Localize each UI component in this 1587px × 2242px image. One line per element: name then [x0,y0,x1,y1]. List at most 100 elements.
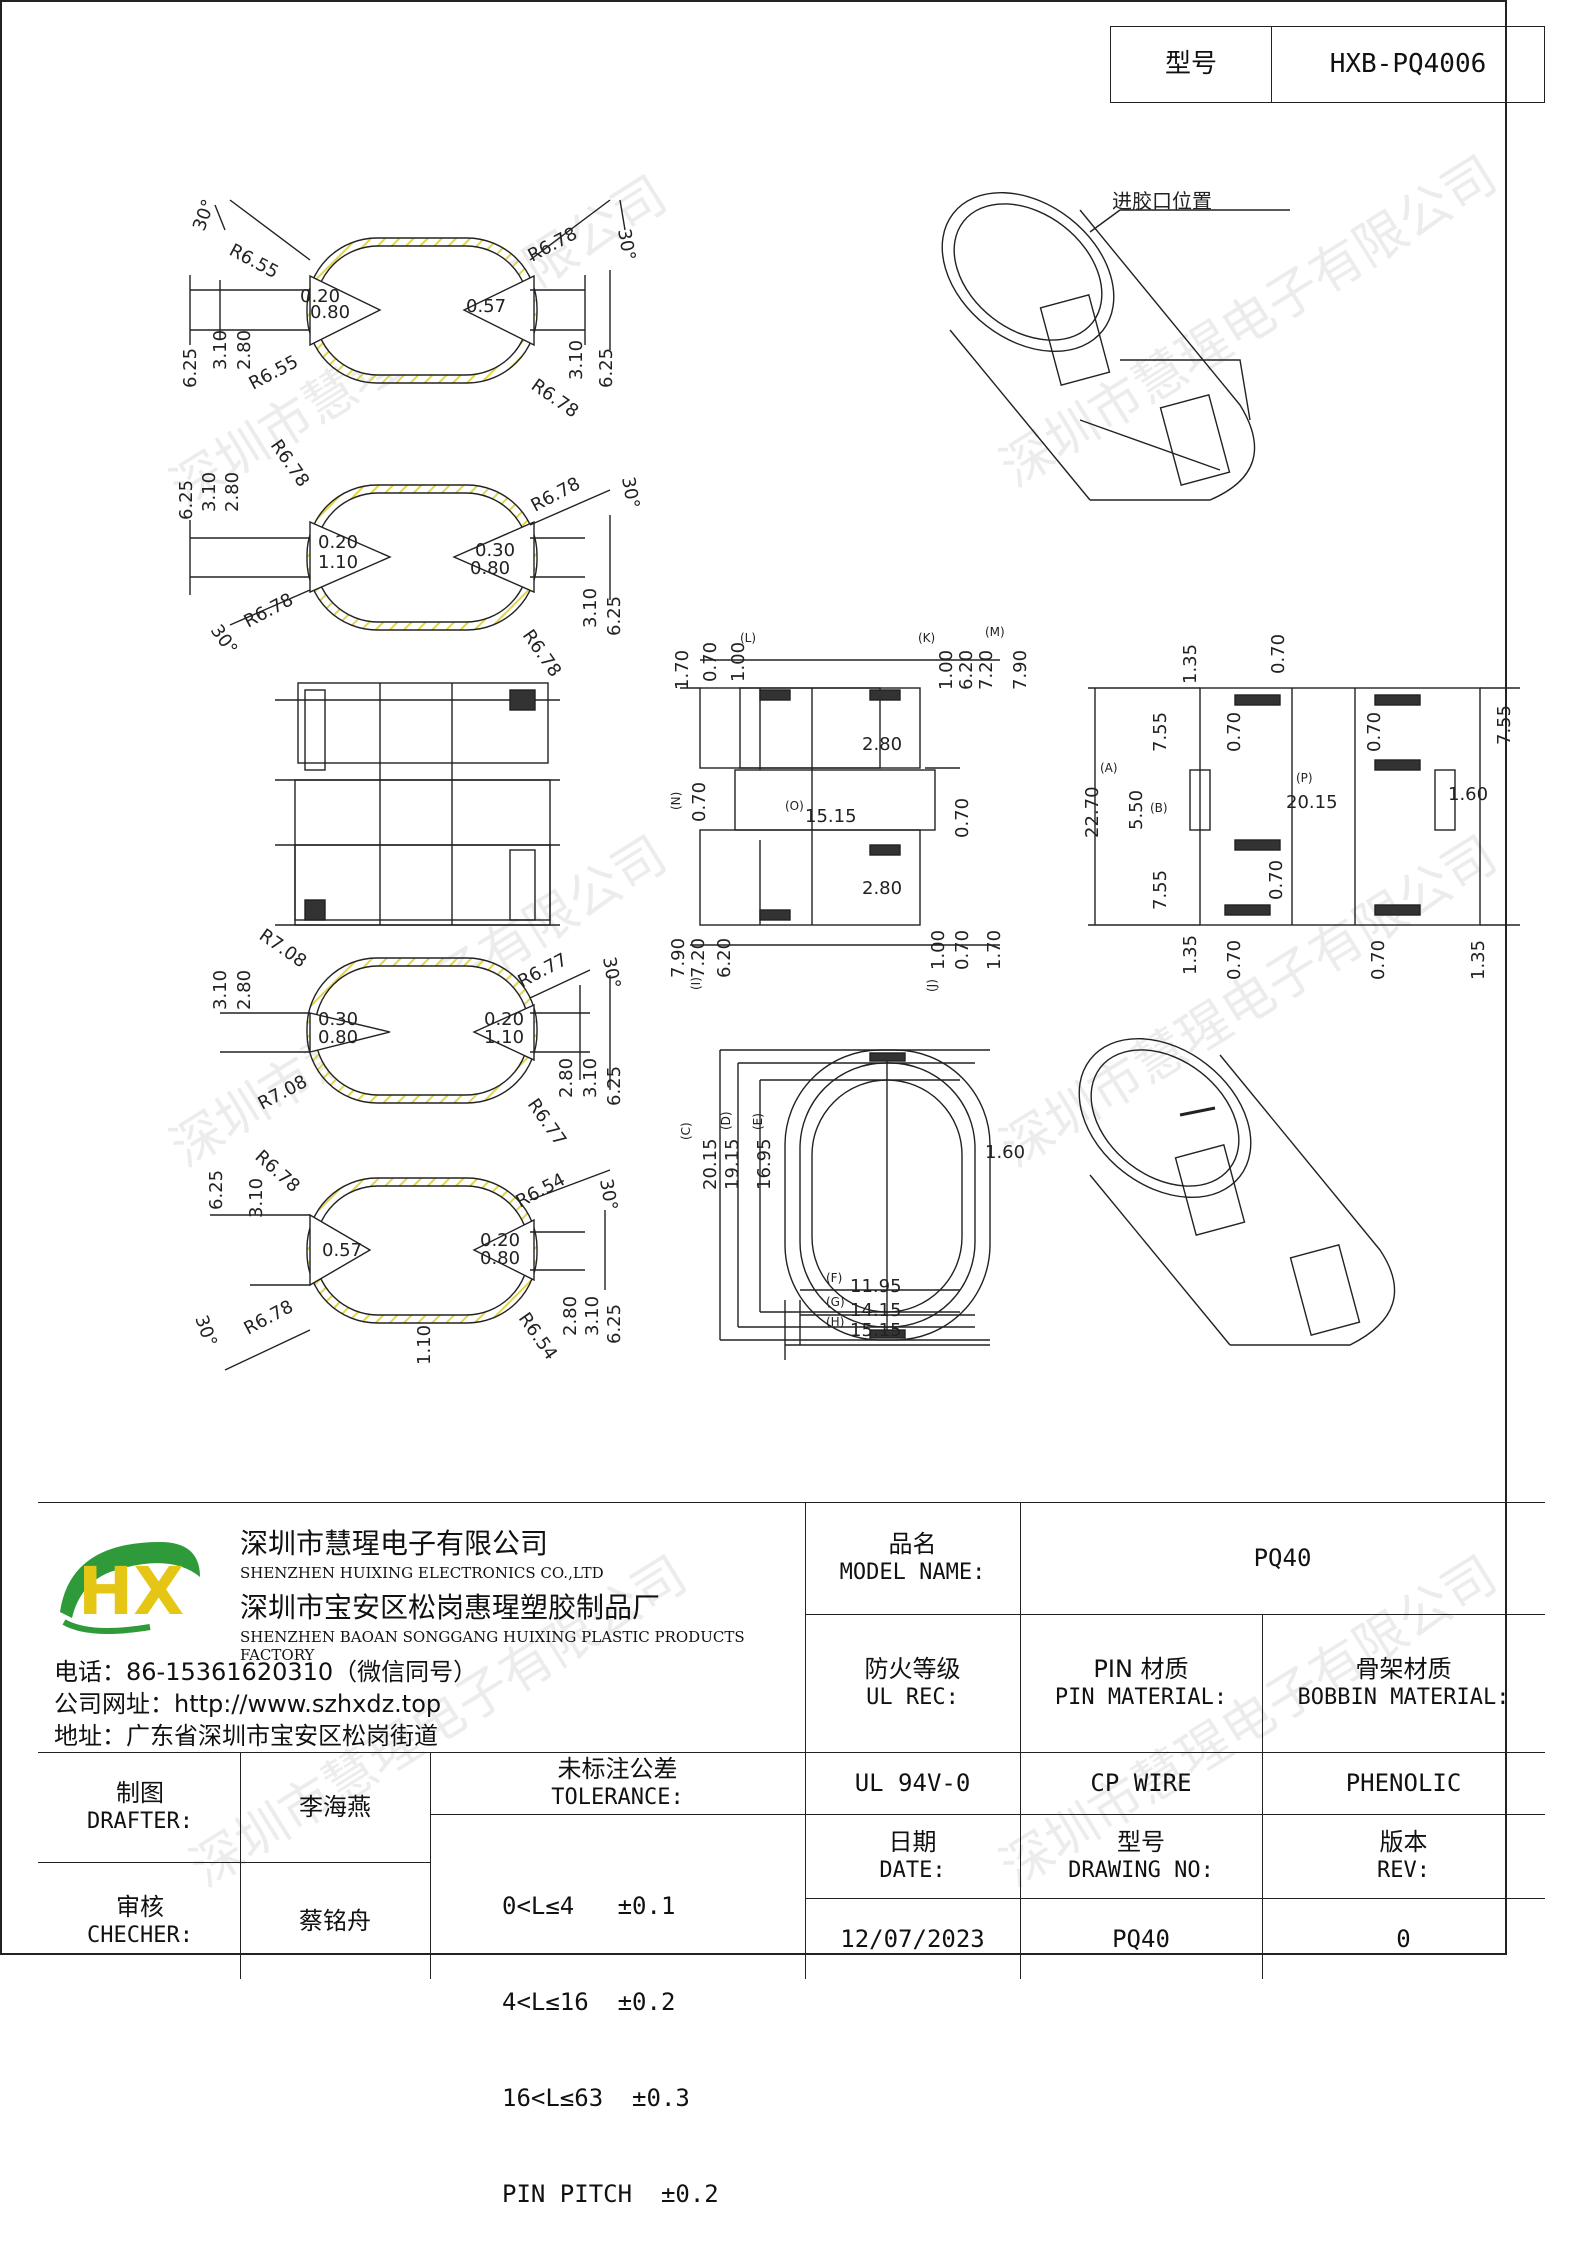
dim-text: (C) [679,1122,693,1140]
tolerance-cn: 未标注公差 [557,1755,678,1784]
model-name-label: 品名 MODEL NAME: [805,1502,1020,1614]
dim-text: 0.20 [318,532,358,553]
technical-drawing: 进胶口位置 R6.55 R6.55 R6.78 R6.78 30° 30° 0.… [176,189,1520,1371]
date-cn: 日期 [888,1828,937,1857]
ul-rec-value: UL 94V-0 [854,1769,971,1797]
tolerance-row: 16<L≤63 ±0.3 [502,2084,690,2112]
tolerance-table: 0<L≤4 ±0.1 4<L≤16 ±0.2 16<L≤63 ±0.3 PIN … [502,1826,719,2242]
dim-text: 0.70 [1224,940,1245,980]
dim-text: (M) [985,625,1005,639]
dim-text: 7.20 [976,650,997,690]
dim-text: 1.35 [1180,935,1201,975]
oval-view-1 [189,199,626,384]
dim-text: 15.15 [850,1320,902,1341]
checker-label: 审核 CHECHER: [40,1862,240,1979]
tolerance-row: 0<L≤4 ±0.1 [502,1892,676,1920]
dim-text: 0.70 [1364,712,1385,752]
oval-view-2 [189,484,611,631]
dim-text: 19.15 [722,1138,743,1190]
ul-rec-cn: 防火等级 [864,1655,961,1684]
gate-label: 进胶口位置 [1112,189,1212,213]
dim-text: 6.25 [176,480,197,520]
dim-text: 30° [190,1313,221,1350]
dim-text: (G) [826,1295,845,1309]
drafter-name: 李海燕 [299,1793,371,1821]
dim-text: 2.80 [234,330,255,370]
dim-text: 30° [617,475,643,510]
dim-text: (I) [689,977,703,990]
date-en: DATE: [879,1858,946,1884]
tolerance-row: PIN PITCH ±0.2 [502,2180,719,2208]
checker-en: CHECHER: [87,1922,193,1948]
pin-material-value: CP WIRE [1090,1769,1192,1797]
dim-text: 3.10 [199,472,220,512]
dim-text: (E) [751,1113,765,1130]
company-address: 地址：广东省深圳市宝安区松岗街道 [54,1722,438,1750]
dim-text: R6.78 [527,375,582,422]
dim-text: 1.70 [984,930,1005,970]
logo-text: HX [78,1553,184,1630]
dim-text: 7.55 [1150,870,1171,910]
dim-text: 7.90 [1010,650,1031,690]
dim-text: 0.70 [952,798,973,838]
dim-text: 1.10 [484,1027,524,1048]
dim-text: 6.25 [206,1170,227,1210]
drawing-frame [0,0,1507,1955]
dim-text: 1.00 [728,642,749,682]
dim-text: 2.80 [556,1058,577,1098]
dim-text: 30° [189,197,220,234]
dim-text: 30° [595,1177,621,1212]
dim-text: (O) [785,799,804,813]
rev-cn: 版本 [1379,1828,1428,1857]
dim-text: 7.20 [688,938,709,978]
header-model-box: 型号 HXB-PQ4006 [1110,26,1545,103]
factory-name-en: SHENZHEN BAOAN SONGGANG HUIXING PLASTIC … [240,1628,745,1664]
rev-label: 版本 REV: [1262,1814,1545,1898]
dim-text: 3.10 [566,340,587,380]
header-model-value: HXB-PQ4006 [1329,49,1487,80]
drawing-no-value: PQ40 [1112,1924,1170,1953]
dim-text: 1.10 [318,552,358,573]
dim-text: R6.77 [523,1095,570,1150]
dim-text: 1.10 [414,1325,435,1365]
dim-text: R6.78 [240,589,296,632]
dim-text: R7.08 [254,1071,310,1114]
dim-text: 6.20 [714,938,735,978]
dim-text: 0.70 [700,642,721,682]
dim-text: 15.15 [805,806,857,827]
dim-text: 7.55 [1494,705,1515,745]
dim-text: 6.25 [604,596,625,636]
dim-text: 2.80 [222,472,243,512]
dim-text: (K) [918,631,935,645]
dim-text: 0.80 [480,1248,520,1269]
dim-text: 3.10 [582,1296,603,1336]
dim-text: 0.80 [470,558,510,579]
bobbin-material-label: 骨架材质 BOBBIN MATERIAL: [1262,1614,1545,1752]
dim-text: R6.78 [266,436,313,491]
oval-view-4 [210,1169,611,1371]
dim-text: 2.80 [862,878,902,899]
date-value: 12/07/2023 [840,1924,985,1953]
header-model-label: 型号 [1164,49,1217,80]
dim-text: 6.25 [604,1304,625,1344]
company-website: 公司网址：http://www.szhxdz.top [54,1690,442,1718]
company-name-cn: 深圳市慧瑆电子有限公司 [240,1527,549,1560]
date-label: 日期 DATE: [805,1814,1020,1898]
checker-cn: 审核 [116,1892,164,1921]
dim-text: 0.80 [318,1027,358,1048]
bottom-view [719,1049,991,1360]
dim-text: 6.25 [180,348,201,388]
factory-name-cn: 深圳市宝安区松岗惠瑆塑胶制品厂 [240,1591,661,1624]
dim-text: (N) [669,792,683,810]
dim-text: 3.10 [580,1058,601,1098]
front-view [680,659,1000,946]
isometric-view-2 [1078,1037,1396,1346]
pin-material-cn: PIN 材质 [1093,1655,1189,1684]
dim-text: 30° [206,621,242,659]
dim-text: 1.00 [936,650,957,690]
dim-text: R6.78 [527,473,583,516]
tolerance-row: 4<L≤16 ±0.2 [502,1988,676,2016]
dim-text: 6.25 [596,348,617,388]
dim-text: 30° [613,227,639,262]
pin-material-label: PIN 材质 PIN MATERIAL: [1020,1614,1262,1752]
